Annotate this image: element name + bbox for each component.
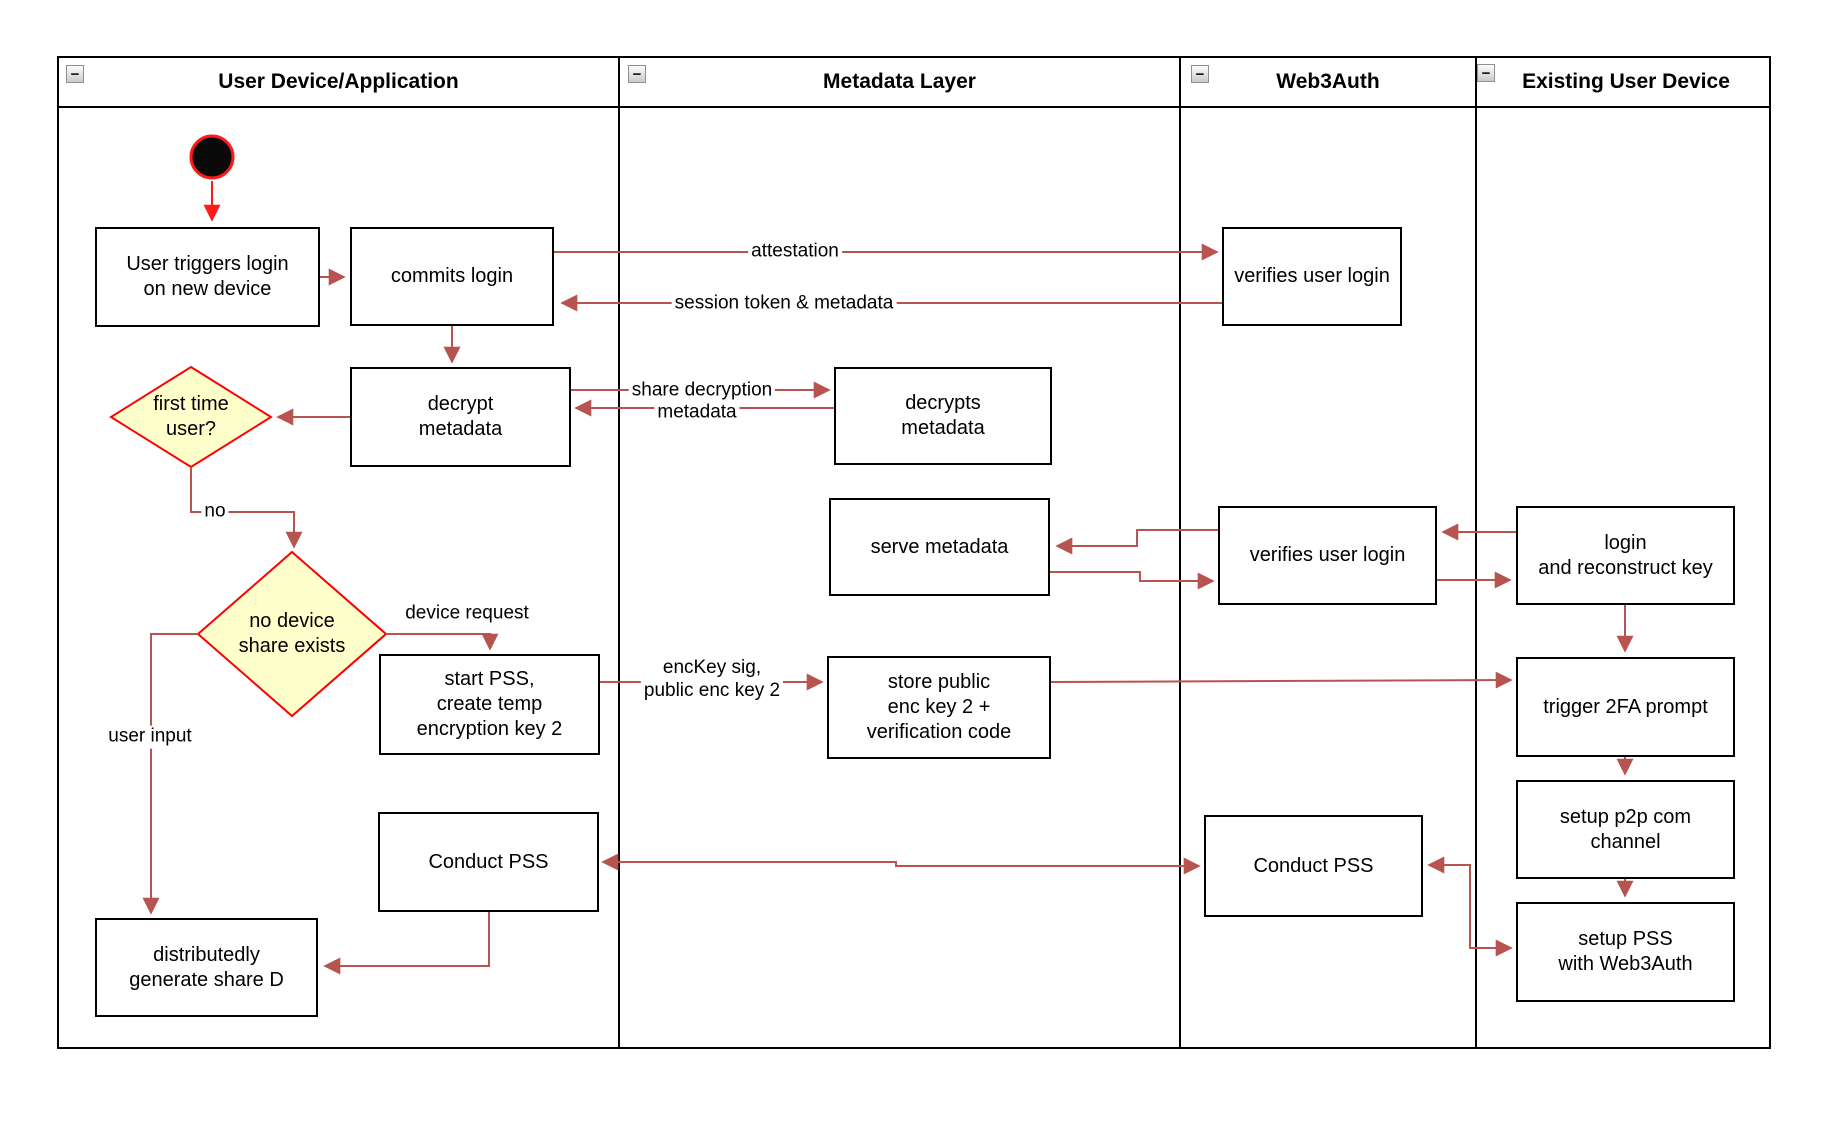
node-distributedly-generate[interactable]: distributedly generate share D	[95, 918, 318, 1017]
collapse-icon-lane-1[interactable]: −	[66, 65, 84, 83]
edge-verifies2-to-serve	[1055, 529, 1218, 555]
lane-title-user-device: User Device/Application	[218, 70, 459, 93]
edge-store-to-2fa	[1050, 671, 1513, 689]
edge-user-input	[142, 633, 198, 915]
node-verifies-user-login-2[interactable]: verifies user login	[1218, 506, 1437, 605]
edge-conduct-conduct	[601, 853, 1201, 875]
edge-label-user-input: user input	[105, 725, 195, 749]
edge-label-enckey-sig: encKey sig, public enc key 2	[640, 657, 784, 703]
node-serve-metadata[interactable]: serve metadata	[829, 498, 1050, 596]
edge-no-branch	[190, 467, 303, 549]
node-conduct-pss-user[interactable]: Conduct PSS	[378, 812, 599, 912]
node-trigger-2fa-prompt[interactable]: trigger 2FA prompt	[1516, 657, 1735, 757]
edge-conduct-to-distributedly	[323, 912, 490, 975]
edge-serve-to-verifies2	[1050, 571, 1215, 590]
node-verifies-user-login-1[interactable]: verifies user login	[1222, 227, 1402, 326]
node-store-public-enc-key[interactable]: store public enc key 2 + verification co…	[827, 656, 1051, 759]
edge-label-device-request: device request	[402, 602, 532, 626]
lane-title-metadata-layer: Metadata Layer	[823, 70, 976, 93]
start-node[interactable]	[189, 134, 235, 180]
edge-label-attestation: attestation	[748, 240, 842, 264]
node-setup-p2p-channel[interactable]: setup p2p com channel	[1516, 780, 1735, 879]
edge-label-session-token: session token & metadata	[671, 292, 897, 316]
lane-title-existing-device: Existing User Device	[1522, 70, 1730, 93]
lane-title-web3auth: Web3Auth	[1276, 70, 1380, 93]
edge-setup-pss-conduct	[1427, 856, 1513, 957]
decision-no-device-share[interactable]	[196, 550, 388, 718]
node-user-triggers-login[interactable]: User triggers login on new device	[95, 227, 320, 327]
node-setup-pss-web3auth[interactable]: setup PSS with Web3Auth	[1516, 902, 1735, 1002]
node-commits-login[interactable]: commits login	[350, 227, 554, 326]
decision-first-time-user-label: first time user?	[153, 393, 229, 440]
edge-label-share-decryption: share decryption	[628, 379, 776, 403]
decision-no-device-share-label: no device share exists	[238, 610, 346, 657]
collapse-icon-lane-3[interactable]: −	[1191, 65, 1209, 83]
collapse-icon-lane-2[interactable]: −	[628, 65, 646, 83]
node-decrypts-metadata[interactable]: decrypts metadata	[834, 367, 1052, 465]
node-start-pss[interactable]: start PSS, create temp encryption key 2	[379, 654, 600, 755]
edge-device-request	[386, 633, 499, 651]
edge-label-no: no	[201, 500, 229, 524]
collapse-icon-lane-4[interactable]: −	[1477, 64, 1495, 82]
node-conduct-pss-web3auth[interactable]: Conduct PSS	[1204, 815, 1423, 917]
edge-label-metadata: metadata	[654, 401, 740, 425]
node-login-reconstruct-key[interactable]: login and reconstruct key	[1516, 506, 1735, 605]
node-decrypt-metadata[interactable]: decrypt metadata	[350, 367, 571, 467]
